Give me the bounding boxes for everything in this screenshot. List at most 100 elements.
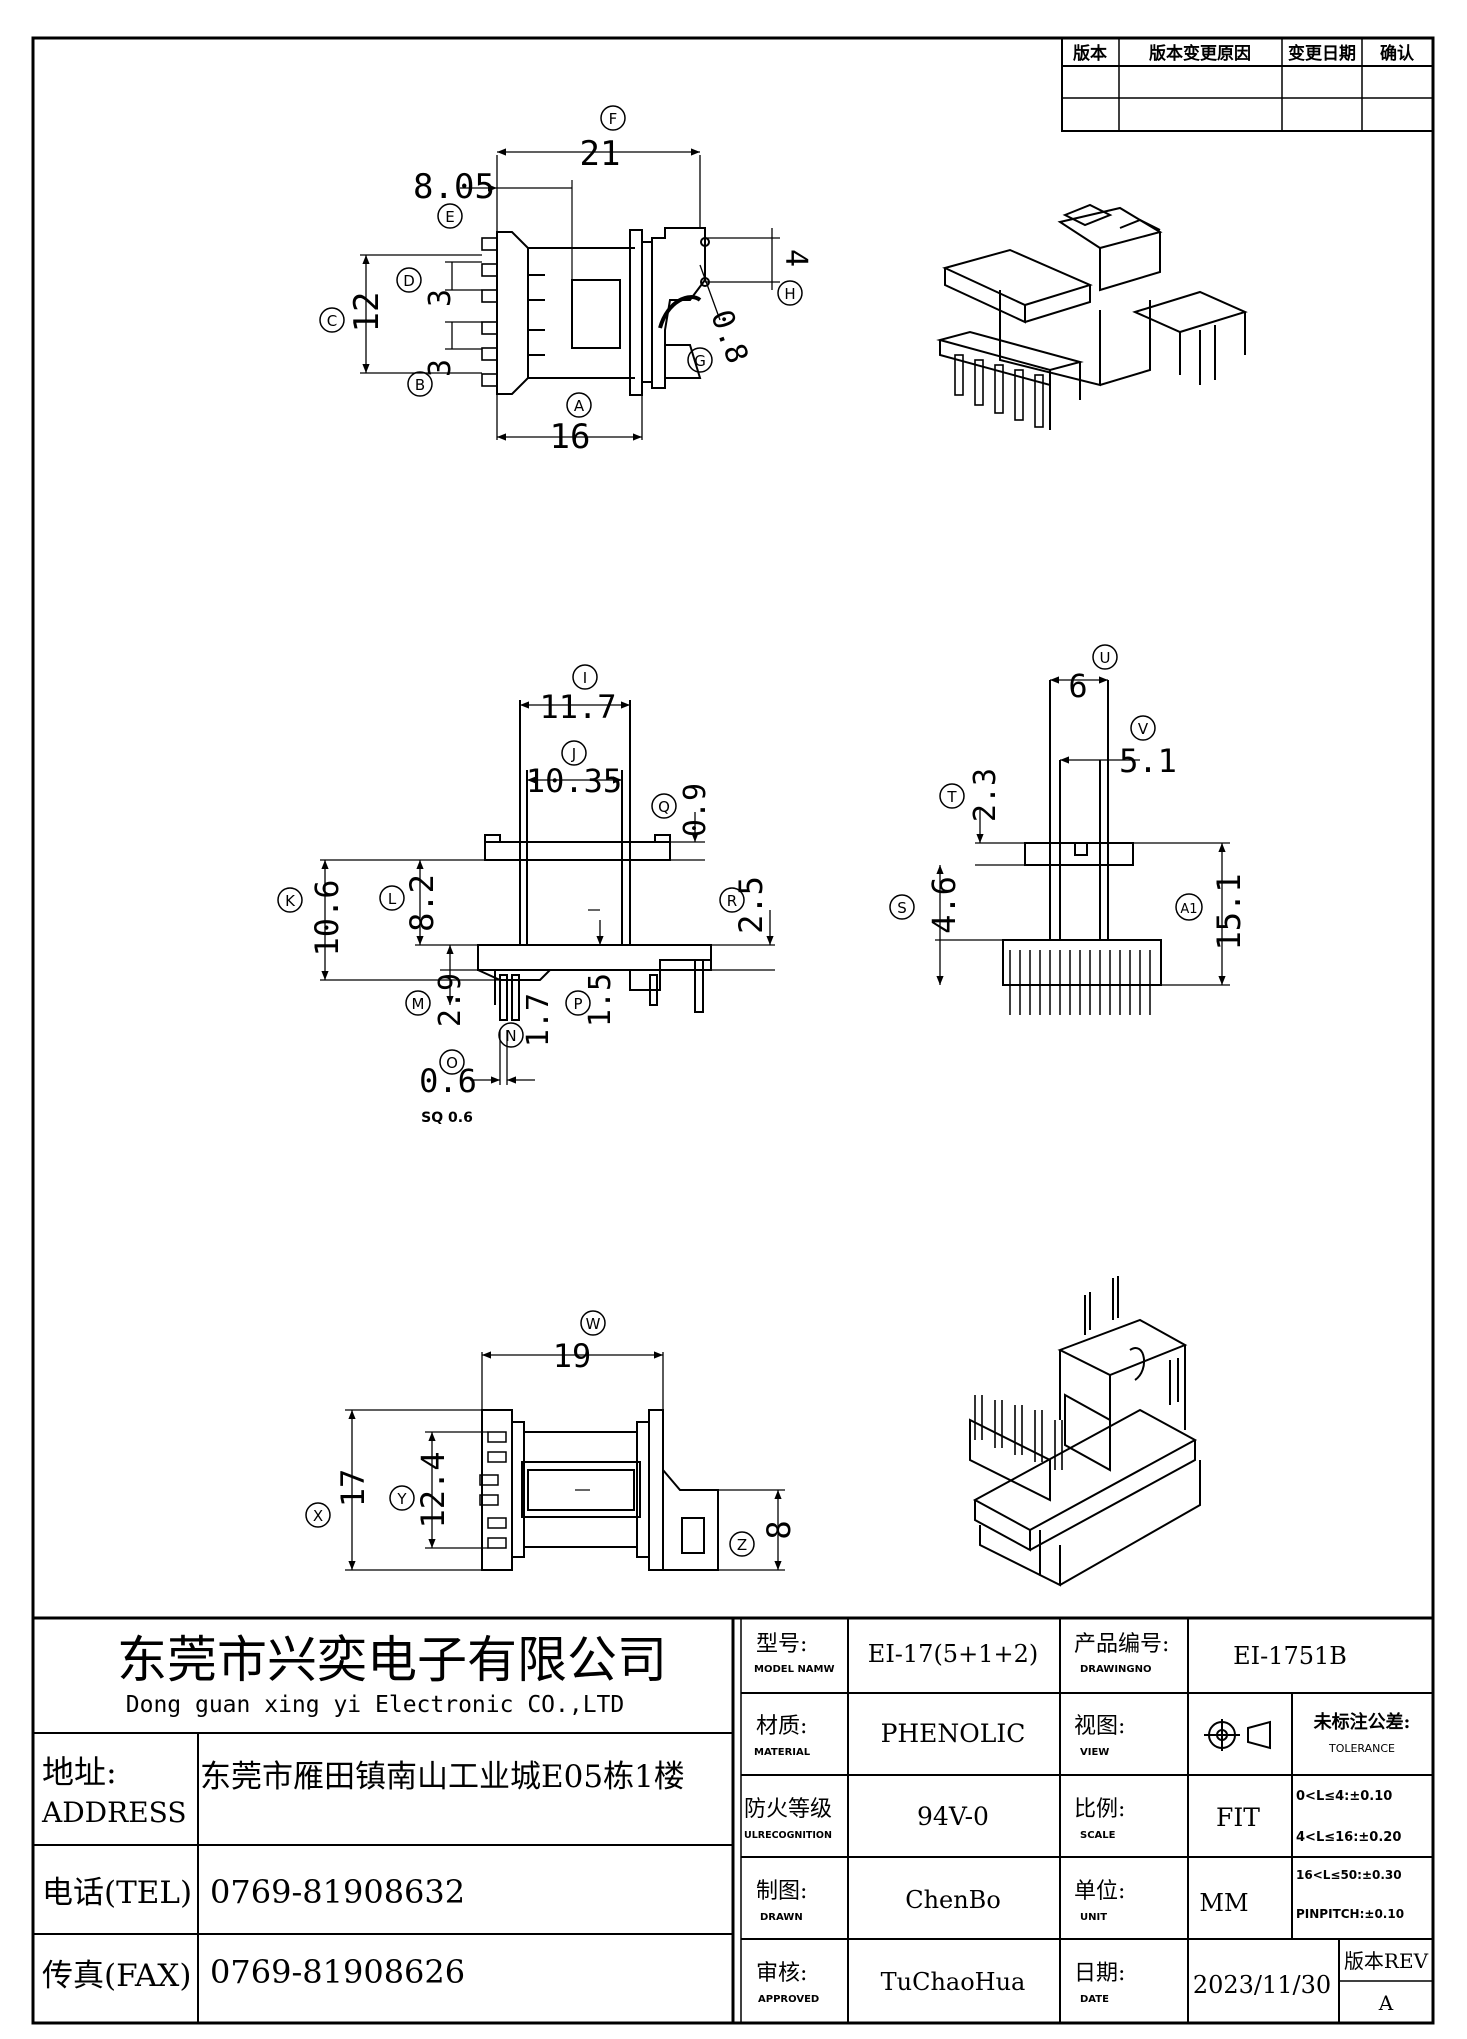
date-value: 2023/11/30 — [1193, 1971, 1331, 1999]
model-value: EI-17(5+1+2) — [868, 1640, 1038, 1668]
view-label-en: VIEW — [1080, 1747, 1109, 1758]
tolerance-label-en: TOLERANCE — [1328, 1742, 1395, 1755]
label-J: J — [571, 745, 576, 763]
label-D: D — [403, 272, 415, 290]
tolerance-4: PINPITCH:±0.10 — [1296, 1907, 1404, 1921]
dim-Z-value: 8 — [760, 1520, 798, 1539]
dim-X-value: 17 — [334, 1469, 372, 1508]
fire-value: 94V-0 — [917, 1802, 989, 1831]
dim-A-value: 16 — [550, 417, 591, 457]
date-label-en: DATE — [1080, 1994, 1109, 2005]
drawn-label-en: DRAWN — [760, 1912, 803, 1923]
label-W: W — [586, 1315, 601, 1333]
drawn-label-cn: 制图: — [756, 1879, 807, 1904]
label-P: P — [573, 995, 582, 1013]
label-X: X — [313, 1507, 323, 1525]
rev-value: A — [1378, 1991, 1394, 2015]
top-view — [360, 148, 780, 441]
dim-E-value: 8.05 — [413, 167, 495, 207]
address-label-cn: 地址: — [42, 1753, 117, 1791]
rev-header-confirm: 确认 — [1380, 43, 1415, 64]
fax-label: 传真(FAX) — [42, 1958, 191, 1994]
dim-A1-value: 15.1 — [1210, 873, 1248, 950]
fire-label-en: ULRECOGNITION — [744, 1830, 832, 1841]
dim-F-value: 21 — [580, 134, 621, 174]
material-label-en: MATERIAL — [754, 1747, 811, 1758]
tolerance-1: 0<L≤4:±0.10 — [1296, 1789, 1392, 1804]
address-value: 东莞市雁田镇南山工业城E05栋1楼 — [200, 1759, 685, 1795]
label-S: S — [897, 899, 907, 917]
company-name-en: Dong guan xing yi Electronic CO.,LTD — [126, 1692, 625, 1718]
model-label-cn: 型号: — [756, 1632, 807, 1657]
material-label-cn: 材质: — [756, 1714, 807, 1739]
date-label-cn: 日期: — [1074, 1961, 1125, 1986]
dim-V-value: 5.1 — [1119, 742, 1177, 780]
label-A: A — [574, 397, 585, 415]
dim-U-value: 6 — [1068, 667, 1087, 705]
company-name-cn: 东莞市兴奕电子有限公司 — [117, 1631, 667, 1689]
bottom-view-dimensions: 19 W 17 X 12.4 Y 8 Z — [305, 1310, 798, 1557]
dim-B-value: 3 — [423, 359, 458, 377]
tel-value: 0769-81908632 — [210, 1873, 465, 1911]
side-view-dimensions: 11.7 I 10.35 J 0.9 Q 10.6 K 8.2 L 2.5 R … — [277, 664, 770, 1126]
fax-value: 0769-81908626 — [210, 1953, 465, 1991]
model-label-en: MODEL NAMW — [754, 1664, 835, 1675]
material-value: PHENOLIC — [881, 1719, 1026, 1748]
dim-G-value: 0.8 — [703, 305, 754, 368]
label-N: N — [505, 1027, 516, 1045]
drawingno-label-en: DRAWINGNO — [1080, 1664, 1152, 1675]
dim-T-value: 2.3 — [968, 768, 1003, 822]
dim-M-value: 2.9 — [433, 973, 468, 1027]
rev-header-date: 变更日期 — [1288, 43, 1356, 64]
dim-Y-value: 12.4 — [414, 1451, 452, 1528]
label-U: U — [1100, 649, 1111, 667]
tolerance-3: 16<L≤50:±0.30 — [1296, 1868, 1402, 1882]
approved-label-en: APPROVED — [758, 1994, 819, 2005]
bottom-view — [345, 1351, 785, 1571]
title-block — [33, 1616, 1433, 2023]
drawingno-value: EI-1751B — [1233, 1642, 1347, 1670]
dim-R-value: 2.5 — [732, 876, 770, 934]
dim-J-value: 10.35 — [526, 762, 622, 800]
drawn-value: ChenBo — [905, 1886, 1001, 1914]
drawingno-label-cn: 产品编号: — [1074, 1632, 1169, 1657]
front-view — [935, 676, 1230, 1015]
isometric-view-bottom — [969, 1276, 1201, 1587]
title-block-text: 东莞市兴奕电子有限公司 Dong guan xing yi Electronic… — [41, 1631, 1429, 2015]
rev-header-reason: 版本变更原因 — [1149, 43, 1251, 64]
label-K: K — [285, 892, 296, 910]
address-label-en: ADDRESS — [41, 1796, 187, 1829]
fire-label-cn: 防火等级 — [744, 1797, 832, 1822]
isometric-view-top — [936, 203, 1248, 430]
unit-label-en: UNIT — [1080, 1912, 1107, 1923]
label-E: E — [445, 208, 454, 226]
dim-K-value: 10.6 — [308, 879, 346, 956]
dim-Q-value: 0.9 — [678, 783, 713, 837]
label-A1: A1 — [1180, 902, 1197, 917]
label-Y: Y — [396, 1490, 407, 1508]
pin-note: SQ 0.6 — [421, 1110, 473, 1126]
dim-L-value: 8.2 — [403, 874, 441, 932]
label-H: H — [784, 285, 795, 303]
dim-C-value: 12 — [347, 292, 387, 333]
label-G: G — [694, 352, 706, 370]
label-V: V — [1138, 720, 1149, 738]
view-label-cn: 视图: — [1074, 1714, 1125, 1739]
dim-W-value: 19 — [553, 1337, 592, 1375]
approved-value: TuChaoHua — [881, 1968, 1026, 1996]
label-R: R — [727, 892, 737, 910]
dim-S-value: 4.6 — [925, 876, 963, 934]
label-F: F — [609, 110, 618, 128]
label-B: B — [415, 376, 425, 394]
label-I: I — [583, 669, 587, 687]
tolerance-2: 4<L≤16:±0.20 — [1296, 1830, 1401, 1845]
scale-label-en: SCALE — [1080, 1830, 1116, 1841]
dim-I-value: 11.7 — [539, 688, 616, 726]
dim-D-value: 3 — [423, 289, 458, 307]
front-view-dimensions: 6 U 5.1 V 2.3 T 4.6 S 15.1 A1 — [889, 644, 1248, 951]
scale-value: FIT — [1216, 1803, 1260, 1832]
unit-value: MM — [1199, 1889, 1248, 1917]
projection-symbol-icon — [1204, 1719, 1271, 1751]
tolerance-label-cn: 未标注公差: — [1314, 1711, 1411, 1733]
